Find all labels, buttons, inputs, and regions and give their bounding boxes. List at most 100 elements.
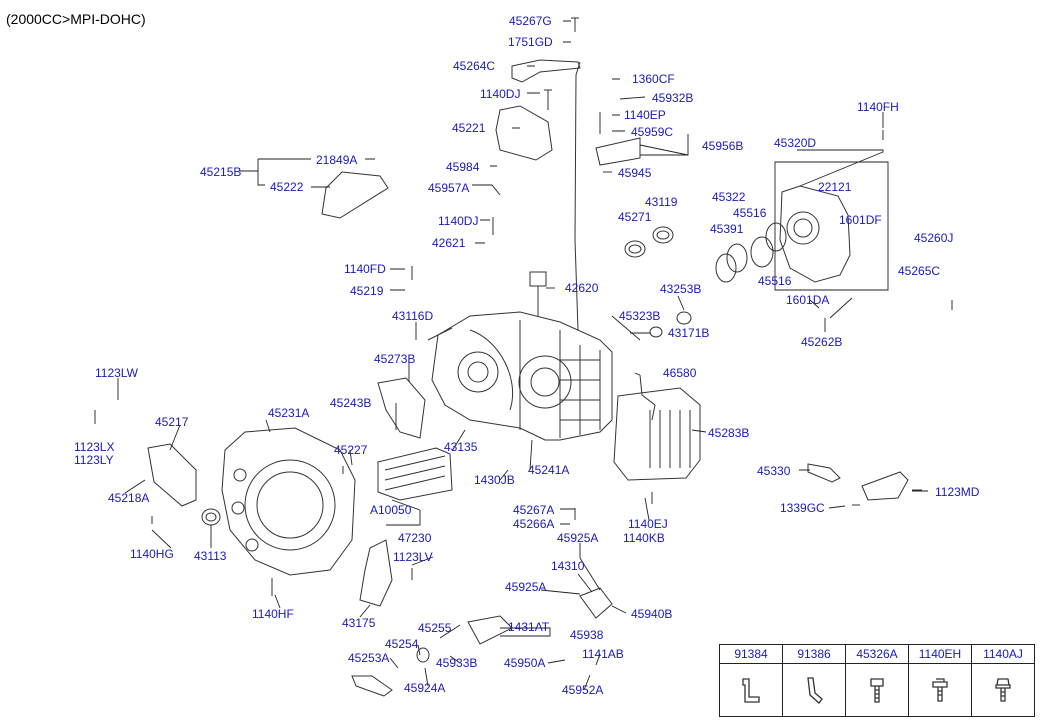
part-label: 45221	[452, 121, 486, 135]
part-label: 42620	[565, 281, 599, 295]
part-label: 1140HF	[252, 607, 294, 621]
part-label: 1751GD	[508, 35, 553, 49]
bracket-45222	[321, 171, 389, 219]
legend-header-cell: 1140EH	[908, 644, 972, 664]
part-label: 45925A	[557, 531, 599, 545]
lever-45940B	[579, 587, 613, 619]
converter-housing	[221, 427, 356, 576]
part-label: 46580	[663, 366, 697, 380]
oil-filter	[377, 447, 453, 501]
part-label: 45267A	[513, 503, 555, 517]
part-label: 1431AT	[508, 620, 550, 634]
bracket-icon	[742, 678, 760, 703]
part-label: 1140FD	[344, 262, 386, 276]
part-label: 45952A	[562, 683, 604, 697]
leader-lines	[117, 20, 928, 691]
part-label: 45222	[270, 180, 304, 194]
part-label: 45330	[757, 464, 791, 478]
bracket-45956B	[595, 137, 641, 166]
part-label: 43253B	[660, 282, 702, 296]
part-label: 45253A	[348, 651, 390, 665]
side-cover	[779, 185, 851, 283]
oil-pan	[613, 387, 701, 481]
part-label: 43171B	[668, 326, 710, 340]
part-label: 45255	[418, 621, 452, 635]
bracket-45221	[495, 105, 553, 161]
bracket-icon	[807, 677, 823, 704]
part-label: 1123MD	[935, 485, 980, 499]
part-label: 1123LY	[74, 453, 114, 467]
part-label: 1140EJ	[628, 517, 668, 531]
legend-icon-cell	[908, 663, 972, 717]
legend-icon-cell	[971, 663, 1035, 717]
part-label: 45271	[618, 210, 652, 224]
link-45330	[807, 463, 841, 483]
part-label: 45322	[712, 190, 746, 204]
part-label: 43119	[645, 195, 678, 209]
part-label: 47230	[398, 531, 432, 545]
part-label: 1123LV	[393, 550, 433, 564]
part-label: 45950A	[504, 656, 546, 670]
part-label: 1360CF	[632, 72, 675, 86]
bracket-45217	[147, 443, 197, 507]
baffle-45273B	[377, 377, 426, 439]
bolt-icon	[995, 678, 1011, 702]
part-label: 45945	[618, 166, 652, 180]
legend-header-cell: 91384	[719, 644, 783, 664]
part-label: 45219	[350, 284, 384, 298]
bracket-1123MD	[861, 471, 909, 501]
shift-bracket-45938	[467, 615, 513, 645]
part-label: 1141AB	[582, 647, 624, 661]
part-label: 45516	[758, 274, 792, 288]
part-label: 45260J	[914, 231, 954, 245]
legend-header-row: 91384 91386 45326A 1140EH 1140AJ	[719, 644, 1035, 664]
part-label: 1601DA	[786, 293, 830, 307]
part-label: 45959C	[631, 125, 674, 139]
part-label: 45320D	[774, 136, 817, 150]
part-label: 45956B	[702, 139, 744, 153]
part-label: 45984	[446, 160, 480, 174]
legend-icon-cell	[719, 663, 783, 717]
page-title: (2000CC>MPI-DOHC)	[6, 11, 146, 27]
part-label: 45266A	[513, 517, 555, 531]
part-label: 45957A	[428, 181, 470, 195]
legend-header-cell: 1140AJ	[971, 644, 1035, 664]
part-label: 45273B	[374, 352, 416, 366]
legend-header-cell: 45326A	[845, 644, 909, 664]
part-label: 45391	[710, 222, 744, 236]
part-label: 1601DF	[839, 213, 882, 227]
part-label: 45265C	[898, 264, 941, 278]
part-label: 45283B	[708, 426, 750, 440]
part-label: 45215B	[200, 165, 242, 179]
part-label: 1123LW	[95, 366, 138, 380]
part-label: 43135	[444, 440, 478, 454]
part-label: 43113	[194, 549, 227, 563]
part-label: 45932B	[652, 91, 694, 105]
transaxle-case	[431, 311, 613, 441]
part-label: 14310	[551, 559, 585, 573]
part-label: 45938	[570, 628, 604, 642]
legend-icon-row	[719, 663, 1035, 717]
bolt-icon	[870, 678, 884, 703]
part-label: 45254	[385, 637, 419, 651]
part-label: 45516	[733, 206, 767, 220]
legend-icon-cell	[845, 663, 909, 717]
part-label: 45243B	[330, 396, 372, 410]
part-label: 42621	[432, 236, 466, 250]
part-label: 43175	[342, 616, 376, 630]
legend-header-cell: 91386	[782, 644, 846, 664]
part-label: 45241A	[528, 463, 570, 477]
part-label: 1430JB	[474, 473, 515, 487]
part-label: 45267G	[509, 14, 552, 28]
part-label: 45262B	[801, 335, 843, 349]
part-label: 45264C	[453, 59, 496, 73]
bolt-icon	[932, 678, 948, 702]
part-label: 1140HG	[130, 547, 174, 561]
part-label: 1140FH	[857, 100, 899, 114]
part-label: A10050	[370, 503, 412, 517]
legend-icon-cell	[782, 663, 846, 717]
part-label: 45218A	[108, 491, 150, 505]
part-label: 1140DJ	[438, 214, 479, 228]
